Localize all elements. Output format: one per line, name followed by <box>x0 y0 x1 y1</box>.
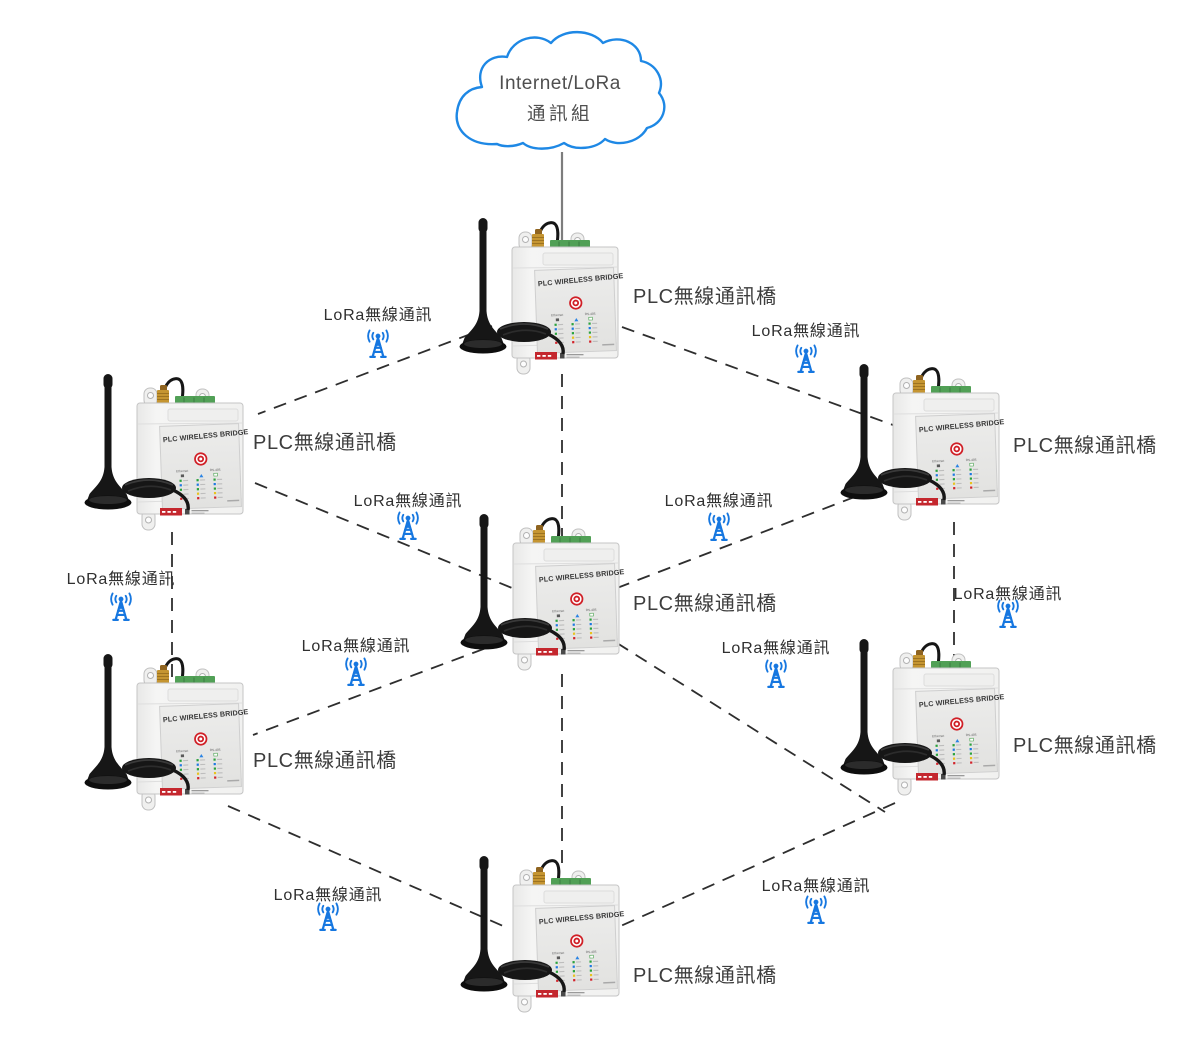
lora-antenna-icon <box>396 511 420 541</box>
lora-link-label: LoRa無線通訊 <box>752 322 861 340</box>
plc-wireless-bridge-device <box>838 362 1009 522</box>
lora-link-label: LoRa無線通訊 <box>954 585 1063 603</box>
lora-link-label: LoRa無線通訊 <box>354 492 463 510</box>
lora-link-label: LoRa無線通訊 <box>324 306 433 324</box>
device-label: PLC無線通訊橋 <box>253 749 397 772</box>
lora-antenna-icon <box>764 659 788 689</box>
plc-wireless-bridge-device <box>82 652 253 812</box>
lora-link-label: LoRa無線通訊 <box>302 637 411 655</box>
lora-link-line <box>257 325 493 415</box>
plc-wireless-bridge-device <box>82 372 253 532</box>
cloud-title: Internet/LoRa <box>499 73 621 94</box>
device-label: PLC無線通訊橋 <box>1013 434 1157 457</box>
lora-link-label: LoRa無線通訊 <box>665 492 774 510</box>
lora-antenna-icon <box>366 329 390 359</box>
lora-antenna-icon <box>707 512 731 542</box>
lora-link-line <box>616 487 879 589</box>
lora-link-line <box>254 482 513 589</box>
lora-antenna-icon <box>996 599 1020 629</box>
lora-antenna-icon <box>109 592 133 622</box>
plc-wireless-bridge-device <box>838 637 1009 797</box>
lora-link-line <box>252 640 506 736</box>
cloud-subtitle: 通訊組 <box>527 103 593 124</box>
lora-link-label: LoRa無線通訊 <box>274 886 383 904</box>
internet-cloud: Internet/LoRa 通訊組 <box>455 31 666 150</box>
lora-link-label: LoRa無線通訊 <box>67 570 176 588</box>
lora-link-label: LoRa無線通訊 <box>762 877 871 895</box>
plc-wireless-bridge-device <box>458 512 629 672</box>
lora-link-line <box>227 805 511 930</box>
device-label: PLC無線通訊橋 <box>1013 734 1157 757</box>
plc-wireless-bridge-device <box>458 854 629 1014</box>
lora-antenna-icon <box>344 657 368 687</box>
plc-wireless-bridge-device <box>457 216 628 376</box>
lora-link-line <box>613 802 896 930</box>
device-label: PLC無線通訊橋 <box>633 592 777 615</box>
device-label: PLC無線通訊橋 <box>633 285 777 308</box>
lora-link-label: LoRa無線通訊 <box>722 639 831 657</box>
lora-link-line <box>616 642 886 813</box>
device-label: PLC無線通訊橋 <box>253 431 397 454</box>
cloud-outline <box>455 31 666 150</box>
lora-link-line <box>621 326 894 426</box>
lora-antenna-icon <box>794 344 818 374</box>
device-label: PLC無線通訊橋 <box>633 964 777 987</box>
lora-antenna-icon <box>316 902 340 932</box>
lora-antenna-icon <box>804 895 828 925</box>
